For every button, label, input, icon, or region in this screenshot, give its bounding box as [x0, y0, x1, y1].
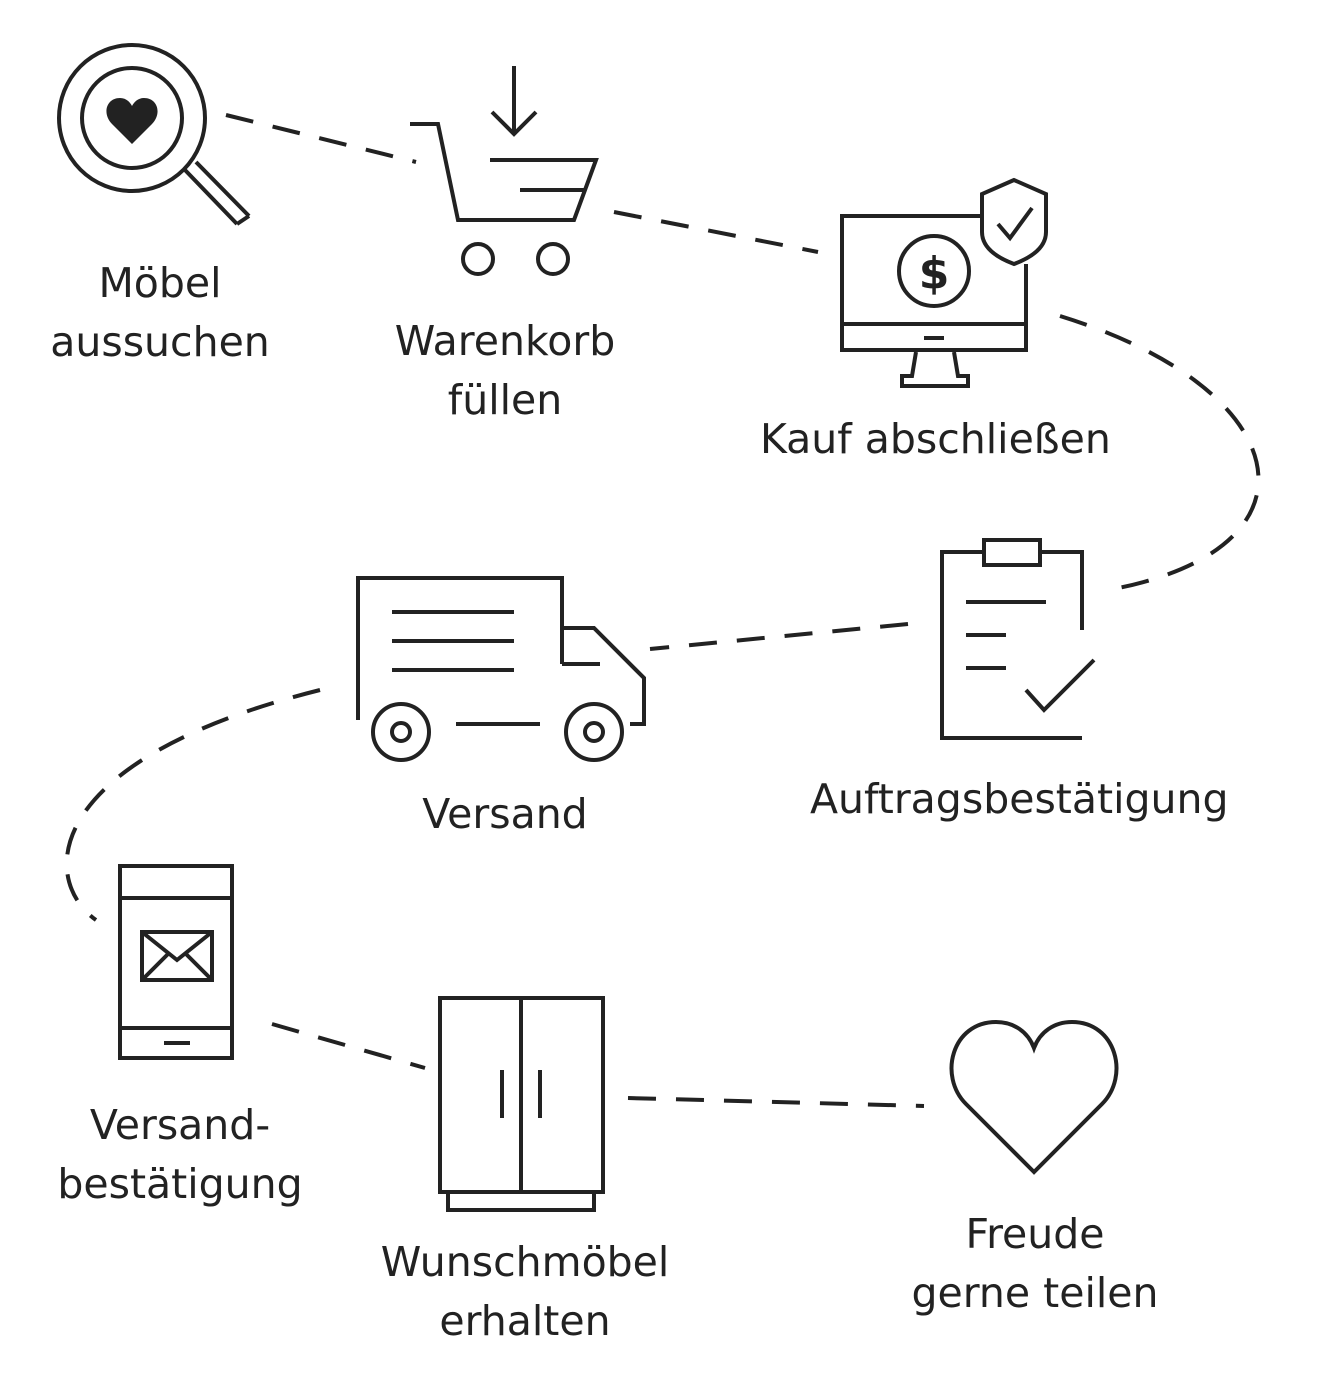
step-label-line: Freude	[965, 1210, 1105, 1258]
step-label-line: erhalten	[439, 1297, 611, 1346]
step-label-versandbestaetigung: Versand- bestätigung	[50, 1096, 310, 1215]
wardrobe-icon	[438, 996, 605, 1212]
step-label-line: Möbel	[98, 259, 222, 307]
step-label-wunschmoebel-erhalten: Wunschmöbel erhalten	[380, 1233, 670, 1352]
step-label-line: Auftragsbestätigung	[810, 775, 1229, 823]
step-label-freude-teilen: Freude gerne teilen	[900, 1205, 1170, 1324]
step-label-line: Kauf abschließen	[760, 415, 1111, 463]
step-label-line: Versand-	[89, 1101, 271, 1149]
step-label-kauf-abschliessen: Kauf abschließen	[760, 410, 1111, 469]
dollar-sign: $	[919, 248, 950, 299]
step-label-line: bestätigung	[57, 1160, 303, 1209]
step-label-line: aussuchen	[50, 318, 270, 367]
monitor-secure-payment-icon: $	[840, 177, 1048, 388]
step-label-line: Warenkorb	[394, 317, 616, 365]
step-label-line: füllen	[447, 376, 563, 425]
clipboard-check-icon	[940, 538, 1096, 740]
connector-path	[64, 113, 1261, 1108]
delivery-truck-icon	[356, 576, 646, 762]
shopping-cart-icon	[410, 66, 599, 276]
step-label-line: gerne teilen	[911, 1269, 1159, 1318]
step-label-line: Wunschmöbel	[380, 1238, 670, 1286]
magnifier-heart-icon	[57, 43, 251, 226]
step-label-line: Versand	[422, 790, 588, 838]
heart-icon	[949, 1019, 1119, 1175]
step-label-auftragsbestaetigung: Auftragsbestätigung	[810, 770, 1229, 829]
step-label-warenkorb-fuellen: Warenkorb füllen	[380, 312, 630, 431]
step-label-versand: Versand	[400, 785, 610, 844]
phone-mail-icon	[118, 864, 234, 1060]
step-label-moebel-aussuchen: Möbel aussuchen	[40, 254, 280, 373]
